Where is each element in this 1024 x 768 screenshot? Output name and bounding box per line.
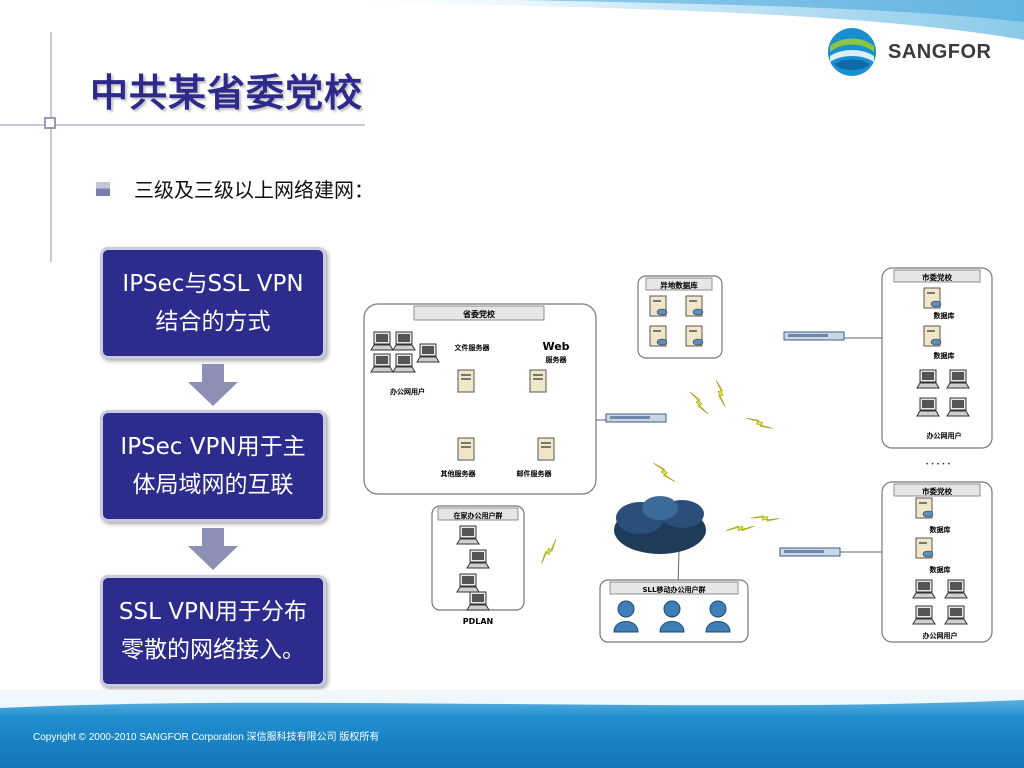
decorative-horizontal-line (0, 124, 365, 126)
mail-server-label: 邮件服务器 (517, 469, 553, 478)
copyright-text: Copyright © 2000-2010 SANGFOR Corporatio… (33, 732, 380, 743)
pdlan-label: PDLAN (463, 617, 494, 626)
city1-title: 市委党校 (922, 272, 952, 282)
city2-db2-label: 数据库 (930, 565, 951, 574)
city2-vpn-device (779, 547, 841, 557)
remote-database-site: 异地数据库 (637, 275, 723, 359)
decorative-square (44, 117, 56, 129)
city1-users-label: 办公网用户 (927, 431, 962, 440)
step-2-line-1: IPSec VPN用于主 (120, 434, 306, 460)
network-topology-diagram: 省委党校 办公网用户 文件服务器 Web 服务器 其他服务器 邮件服务器 异地数… (363, 267, 993, 643)
sangfor-logo: SANGFOR (826, 26, 992, 78)
step-3-line-2: 零散的网络接入。 (120, 637, 305, 663)
city2-db1-label: 数据库 (930, 525, 951, 534)
city-site-1: 市委党校 数据库 数据库 办公网用户 (881, 267, 993, 449)
top-swoosh-decoration (300, 0, 1024, 40)
ellipsis-dots: • • • • • (925, 461, 950, 468)
city2-users-label: 办公网用户 (923, 631, 958, 640)
web-server-label-a: Web (542, 340, 569, 353)
bullet-icon (96, 181, 110, 196)
internet-cloud (614, 496, 706, 554)
logo-text: SANGFOR (888, 40, 992, 63)
step-2-line-2: 体局域网的互联 (132, 472, 294, 498)
down-arrow-icon (188, 364, 238, 406)
step-1-line-1: IPSec与SSL VPN (122, 271, 304, 297)
city1-db1-label: 数据库 (934, 311, 955, 320)
other-server-label: 其他服务器 (441, 469, 477, 478)
page-title: 中共某省委党校 (90, 71, 364, 115)
footer-wave-decoration (0, 690, 1024, 708)
remote-db-title: 异地数据库 (660, 280, 698, 290)
city2-title: 市委党校 (922, 486, 952, 496)
decorative-vertical-line (50, 32, 52, 262)
bullet-text: 三级及三级以上网络建网： (134, 178, 374, 202)
file-server-label: 文件服务器 (455, 343, 491, 352)
step-box-3: SSL VPN用于分布 零散的网络接入。 (100, 575, 326, 687)
hq-site: 省委党校 办公网用户 文件服务器 Web 服务器 其他服务器 邮件服务器 (363, 303, 597, 495)
city1-vpn-device (783, 331, 845, 341)
office-users-label: 办公网用户 (390, 387, 425, 396)
sangfor-globe-icon (828, 28, 876, 76)
step-3-line-1: SSL VPN用于分布 (118, 599, 308, 625)
ssl-mobile-group: SLL移动办公用户群 (599, 579, 749, 643)
city1-db2-label: 数据库 (934, 351, 955, 360)
step-box-1: IPSec与SSL VPN 结合的方式 (100, 247, 326, 359)
home-office-group: 在家办公用户群 PDLAN (431, 505, 525, 626)
hq-vpn-device (605, 413, 667, 423)
ssl-group-title: SLL移动办公用户群 (643, 585, 706, 594)
step-1-line-2: 结合的方式 (155, 309, 271, 335)
step-box-2: IPSec VPN用于主 体局域网的互联 (100, 410, 326, 522)
hq-title: 省委党校 (462, 309, 496, 319)
home-group-title: 在家办公用户群 (454, 511, 503, 520)
down-arrow-icon (188, 528, 238, 570)
web-server-label-b: 服务器 (546, 355, 568, 364)
city-site-2: 市委党校 数据库 数据库 办公网用户 (881, 481, 993, 643)
bullet-point: 三级及三级以上网络建网： (96, 174, 374, 203)
